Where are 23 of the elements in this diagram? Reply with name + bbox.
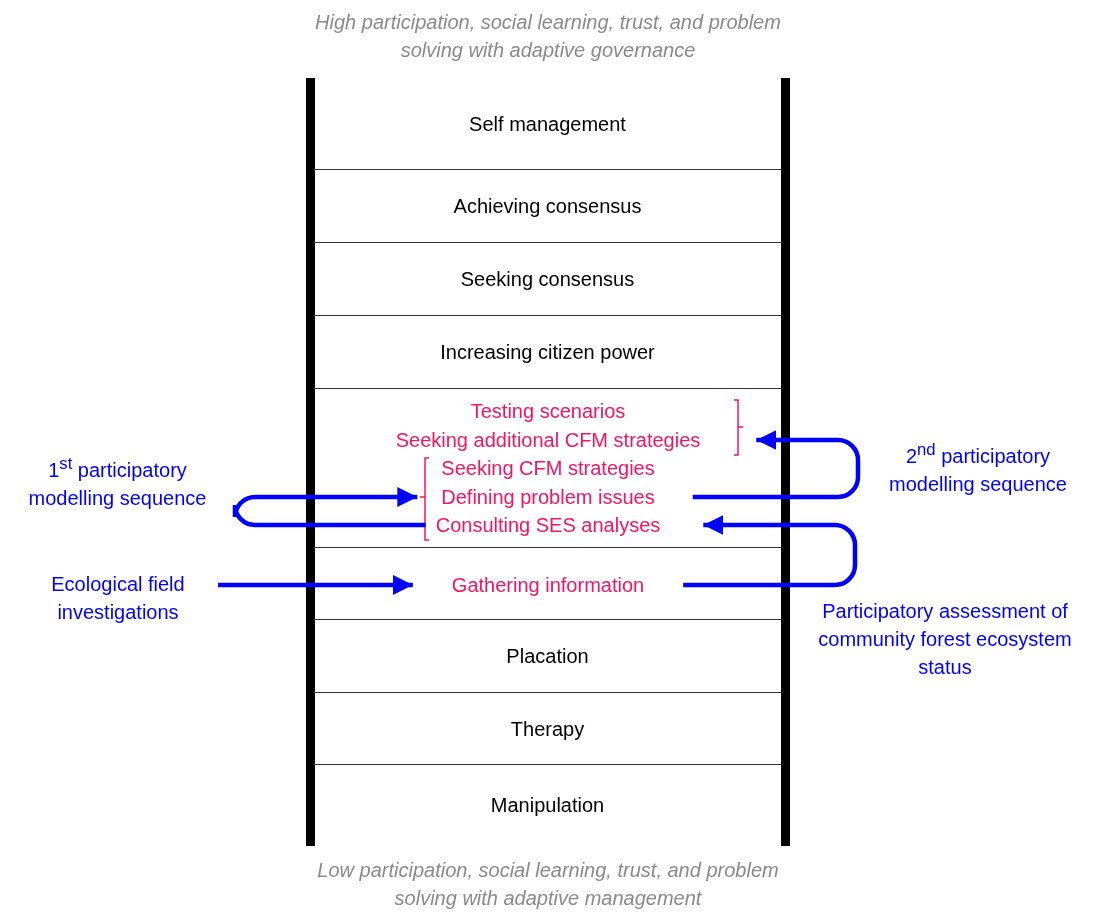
rung-label: Increasing citizen power xyxy=(440,340,655,365)
step-label: Seeking additional CFM strategies xyxy=(395,426,757,454)
step-label: Consulting SES analyses xyxy=(425,511,704,539)
rung-label: Manipulation xyxy=(490,793,605,818)
rung-label: Self management xyxy=(469,111,626,137)
step-label: Seeking CFM strategies xyxy=(441,454,655,482)
arrow xyxy=(218,575,413,595)
ladder-end-note: High participation, social learning, trust, and problem solving with adaptive governance xyxy=(314,10,782,63)
source-label: Ecological field investigations xyxy=(18,570,218,626)
sequence-label: Participatory assessment of community forest ecosystem status xyxy=(817,599,1073,680)
arrow xyxy=(232,487,426,528)
rung-label: Placation xyxy=(506,644,589,669)
step-label: Defining problem issues xyxy=(417,483,693,511)
rung-label: Therapy xyxy=(510,716,585,742)
sequence-label: 2$^{nd}$ participatory modelling sequence xyxy=(888,439,1068,497)
arrow xyxy=(683,515,858,588)
rung-label: Seeking consensus xyxy=(460,267,635,292)
sequence-label: 1$^{st}$ participatory modelling sequence xyxy=(27,453,208,511)
rung-label: Achieving consensus xyxy=(453,194,642,219)
step-label: Gathering information xyxy=(412,571,684,599)
step-label: Testing scenarios xyxy=(470,397,626,425)
ladder-end-note: Low participation, social learning, trust, and problem solving with adaptive management xyxy=(316,858,780,911)
arrow xyxy=(692,430,861,500)
